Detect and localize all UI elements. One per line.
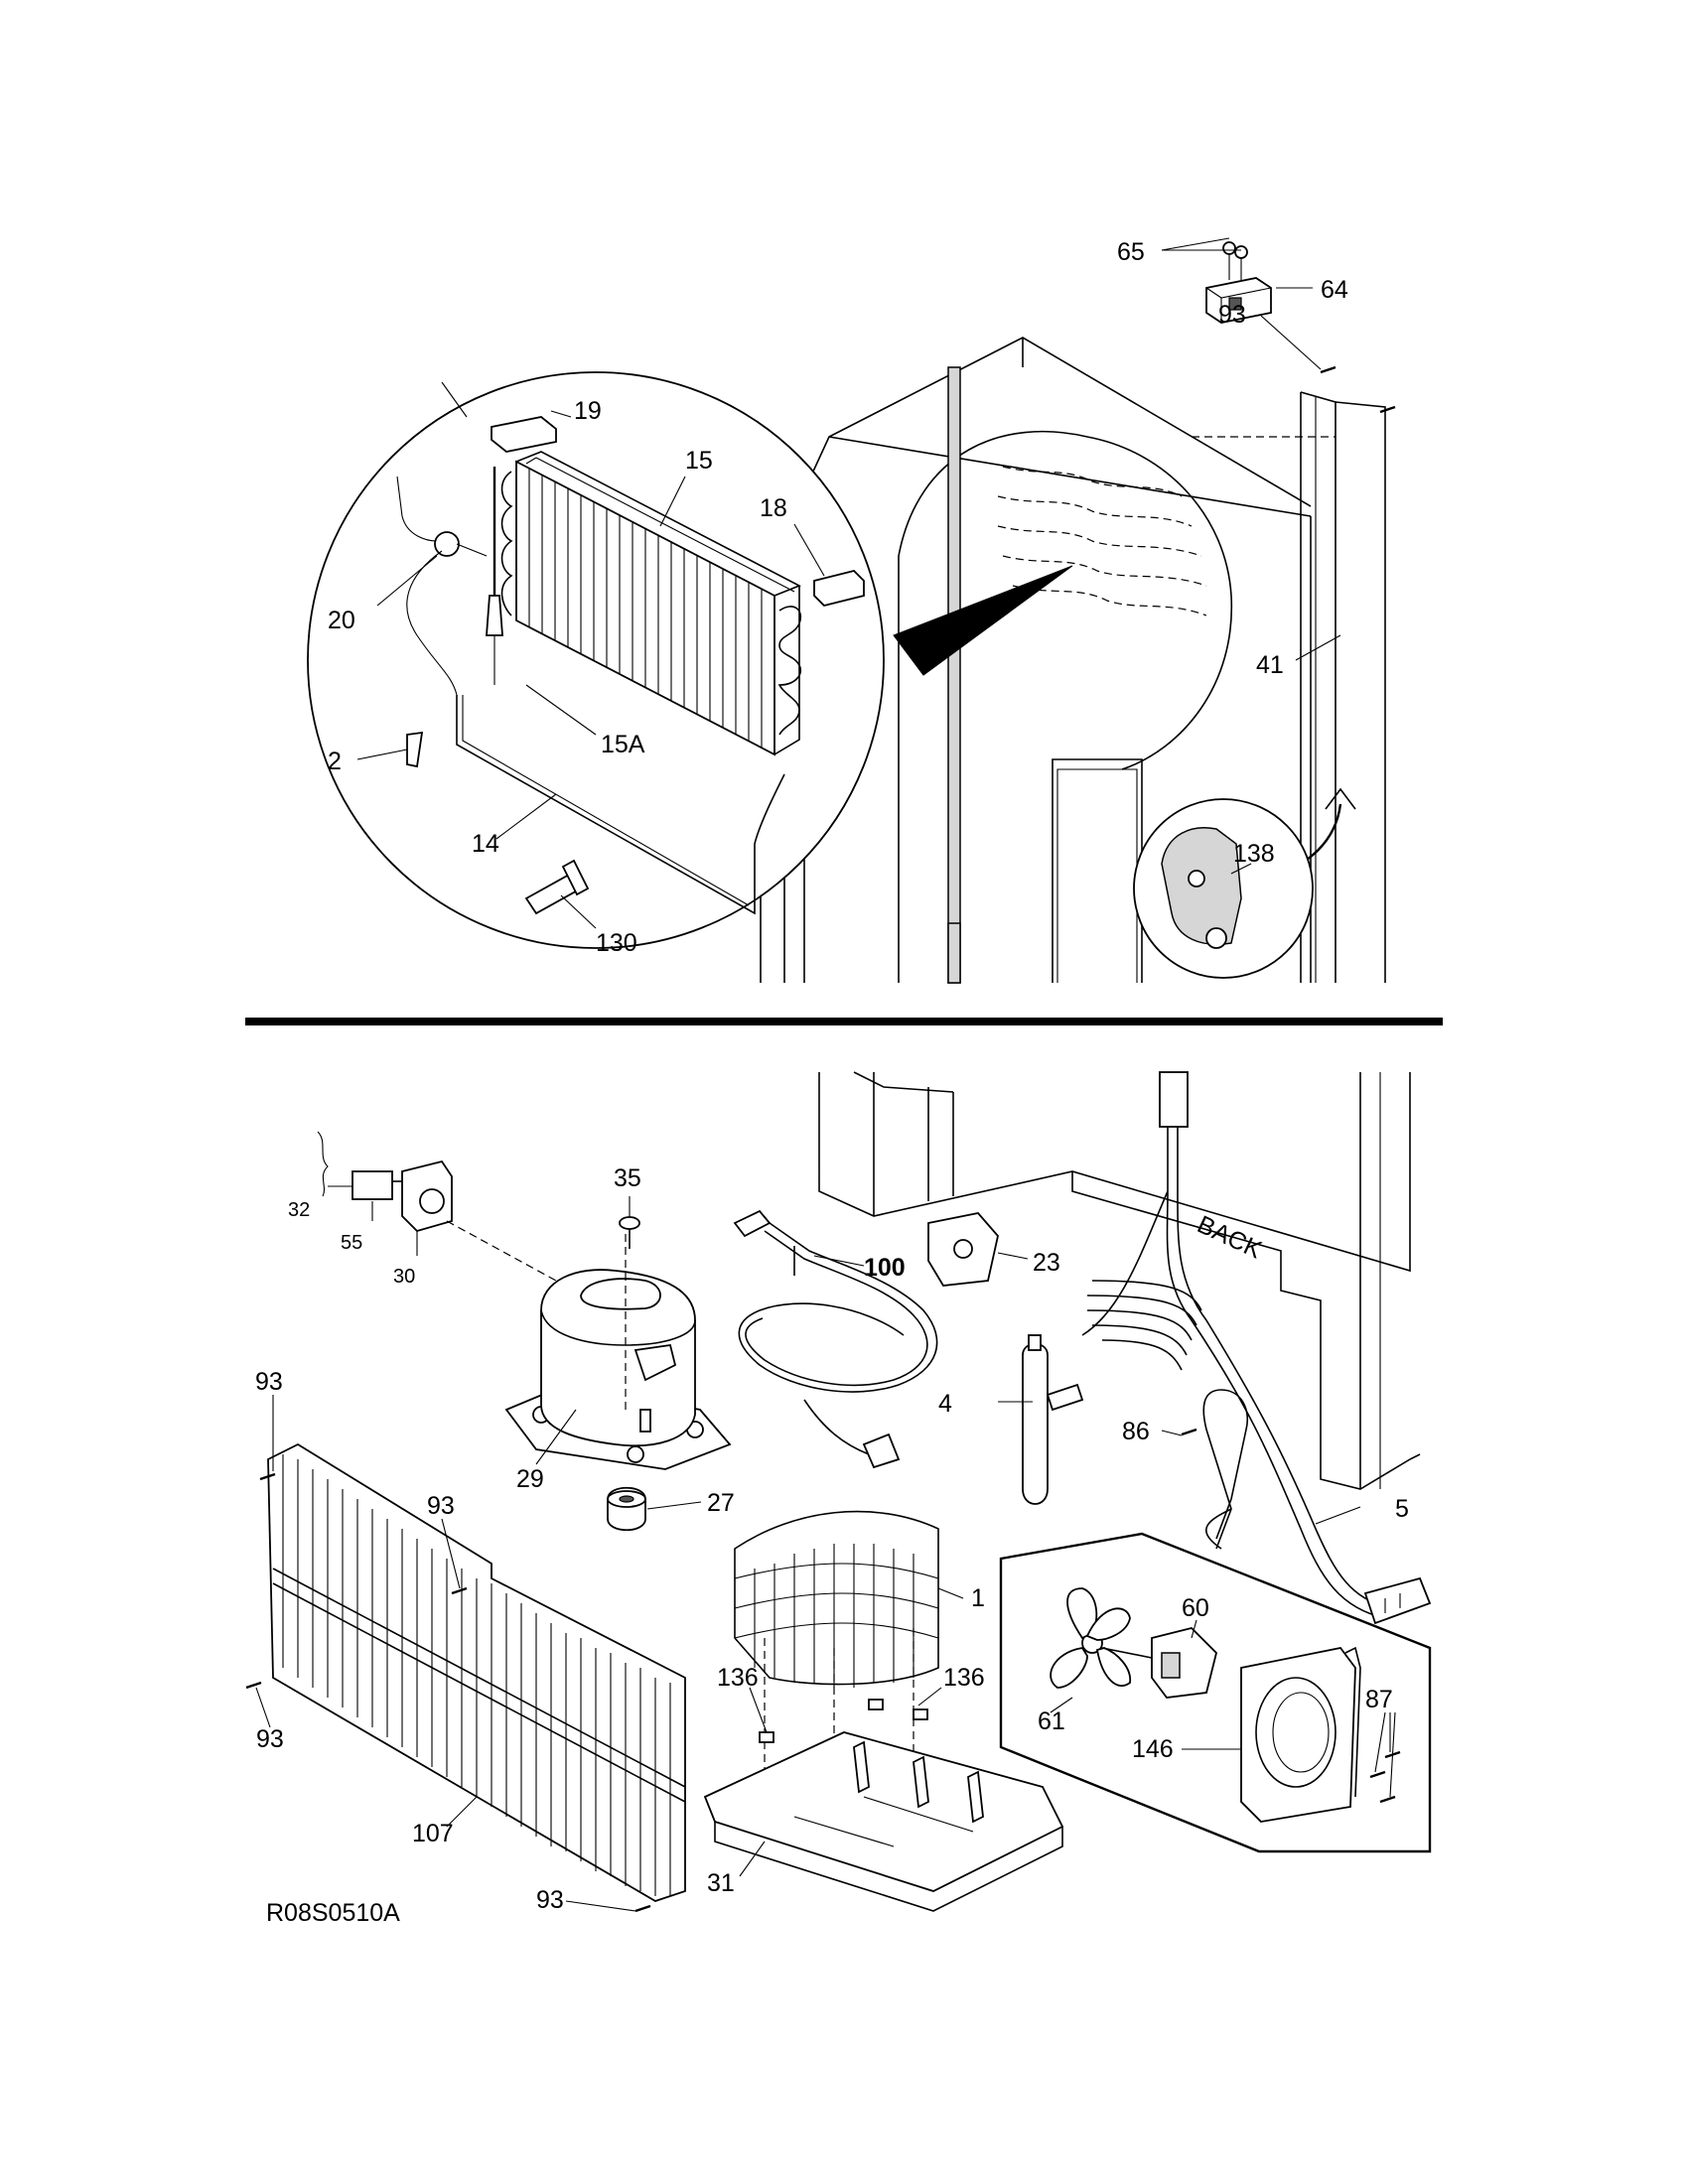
label-93-b: 93 xyxy=(427,1492,455,1520)
start-relay-assembly xyxy=(317,1131,557,1282)
label-23: 23 xyxy=(1033,1249,1060,1277)
label-5: 5 xyxy=(1395,1495,1409,1523)
label-1: 1 xyxy=(971,1584,985,1612)
compressor xyxy=(504,1221,732,1470)
label-87: 87 xyxy=(1365,1686,1393,1713)
label-61: 61 xyxy=(1038,1707,1065,1735)
filter-drier xyxy=(1022,1334,1084,1505)
label-93-c: 93 xyxy=(256,1725,284,1753)
label-93-d: 93 xyxy=(536,1886,564,1914)
cover-19 xyxy=(491,416,557,453)
label-4: 4 xyxy=(938,1390,952,1418)
cover-18 xyxy=(813,570,865,607)
power-cord-100 xyxy=(733,1209,938,1469)
pad-136-d xyxy=(913,1708,928,1720)
screw-86 xyxy=(1181,1428,1197,1436)
label-35: 35 xyxy=(614,1164,641,1192)
drain-pan xyxy=(703,1731,1064,1912)
compressor-grommet xyxy=(607,1486,646,1532)
label-27: 27 xyxy=(707,1489,735,1517)
diagram-code: R08S0510A xyxy=(266,1899,400,1927)
pad-136-c xyxy=(868,1699,884,1710)
pad-136-a xyxy=(759,1731,774,1743)
label-41: 41 xyxy=(1256,651,1284,679)
label-60: 60 xyxy=(1182,1594,1209,1622)
label-146: 146 xyxy=(1132,1735,1174,1763)
label-93-top: 93 xyxy=(1218,301,1246,329)
defrost-timer xyxy=(927,1212,999,1287)
label-15a: 15A xyxy=(601,731,645,758)
power-cord-harness xyxy=(1081,1071,1432,1625)
label-30: 30 xyxy=(393,1266,415,1288)
label-64: 64 xyxy=(1321,276,1348,304)
label-138: 138 xyxy=(1233,840,1275,868)
toe-grille xyxy=(267,1442,686,1902)
label-32: 32 xyxy=(288,1199,310,1221)
label-14: 14 xyxy=(472,830,499,858)
label-20: 20 xyxy=(328,607,355,634)
cabinet-top-view xyxy=(760,241,1396,984)
label-18: 18 xyxy=(760,494,787,522)
label-55: 55 xyxy=(341,1232,362,1254)
screw-93-c xyxy=(245,1681,262,1690)
label-2: 2 xyxy=(328,748,342,775)
compressor-bolt xyxy=(619,1216,640,1249)
label-136-b: 136 xyxy=(943,1664,985,1692)
label-136-a: 136 xyxy=(717,1664,759,1692)
condenser-fan-detail xyxy=(999,1532,1432,1853)
label-93-a: 93 xyxy=(255,1368,283,1396)
label-19: 19 xyxy=(574,397,602,425)
screw-93-b xyxy=(451,1586,468,1595)
evaporator-detail-callout xyxy=(307,371,885,949)
label-100: 100 xyxy=(864,1254,906,1282)
cabinet-bottom-view xyxy=(818,1071,1421,1490)
label-back: BACK xyxy=(1194,1210,1267,1264)
section-divider xyxy=(245,1018,1443,1025)
label-31: 31 xyxy=(707,1869,735,1897)
label-86: 86 xyxy=(1122,1418,1150,1445)
label-107: 107 xyxy=(412,1820,454,1847)
label-15: 15 xyxy=(685,447,713,475)
screw-93-d xyxy=(634,1904,651,1913)
part-labels: 65 64 93 19 15 18 20 15A 2 14 130 41 138… xyxy=(255,238,1409,1927)
screw-93-a xyxy=(259,1472,276,1481)
label-29: 29 xyxy=(516,1465,544,1493)
label-65: 65 xyxy=(1117,238,1145,266)
label-130: 130 xyxy=(596,929,637,957)
evaporator-coil xyxy=(486,451,801,756)
leader-lines xyxy=(255,237,1361,1912)
